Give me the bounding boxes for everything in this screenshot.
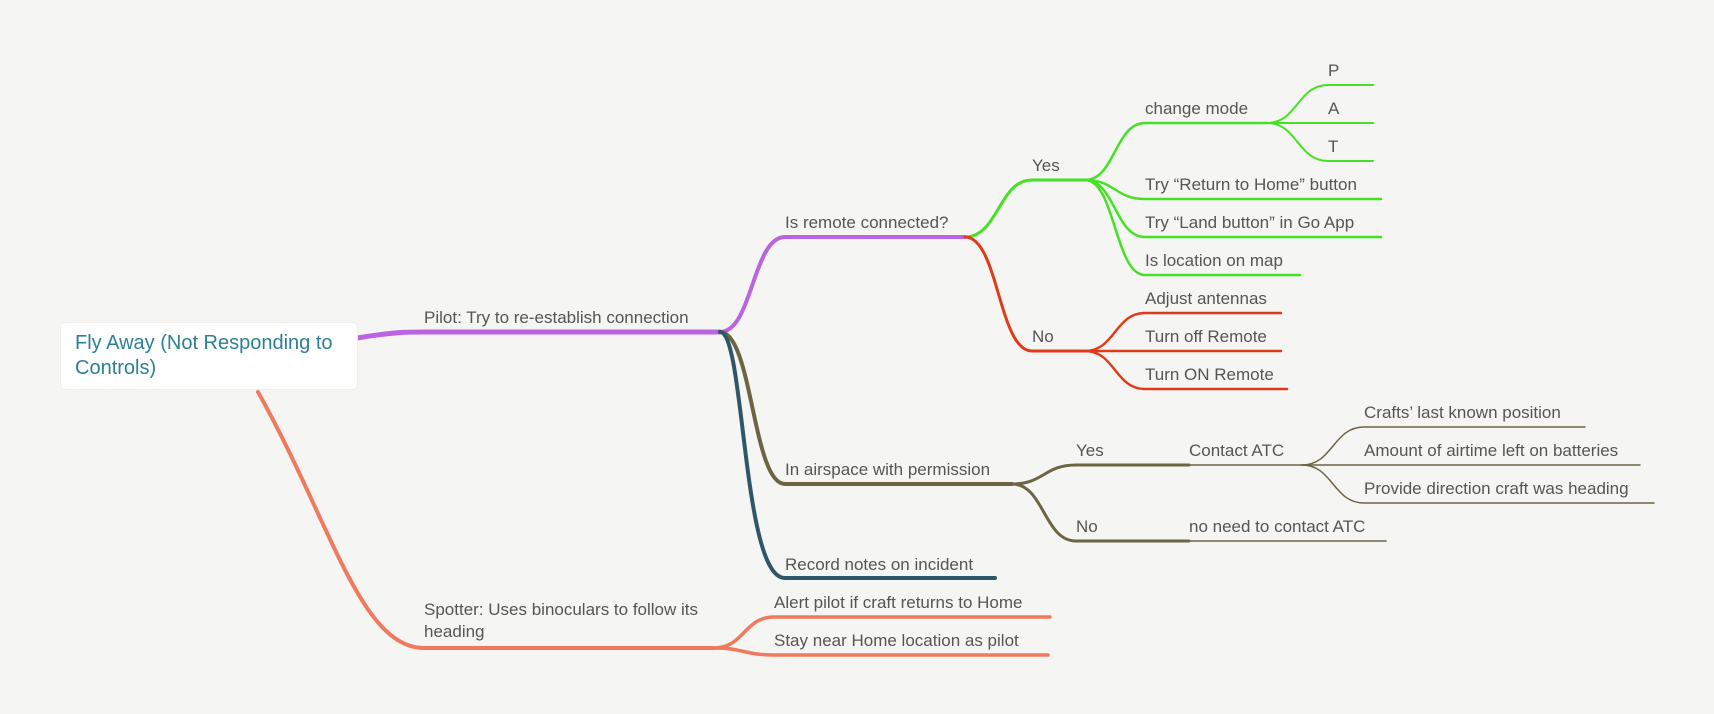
topic-airtime-left[interactable]: Amount of airtime left on batteries: [1364, 441, 1619, 460]
topic-airspace-yes[interactable]: Yes: [1076, 441, 1104, 460]
edge-airspace-no: [1010, 482, 1191, 543]
edge-root-spotter: [256, 390, 716, 650]
edge-airspace-yes: [1010, 463, 1191, 486]
edge-mode-p: [1266, 84, 1374, 124]
root-topic-title: Fly Away (Not Responding to Controls): [75, 332, 333, 379]
edge-no-antennas: [1083, 311, 1283, 353]
root-topic[interactable]: Fly Away (Not Responding to Controls): [61, 323, 357, 389]
edge-spotter-stay: [712, 646, 1050, 657]
edge-atc-last-position: [1301, 426, 1586, 466]
topic-land-button[interactable]: Try “Land button” in Go App: [1145, 213, 1355, 232]
edge-pilot-remote: [718, 235, 967, 334]
topic-location-map[interactable]: Is location on map: [1145, 251, 1283, 270]
edge-pilot-record: [718, 330, 997, 580]
topic-remote-connected[interactable]: Is remote connected?: [785, 213, 949, 232]
edge-remote-no: [963, 235, 1087, 353]
edge-yes-change-mode: [1083, 121, 1269, 182]
edge-yes-location: [1083, 178, 1302, 277]
topic-stay-home[interactable]: Stay near Home location as pilot: [774, 631, 1019, 650]
topic-airspace-no[interactable]: No: [1076, 517, 1098, 536]
topic-turn-on-remote[interactable]: Turn ON Remote: [1145, 365, 1274, 384]
topic-spotter[interactable]: Spotter: Uses binoculars to follow its h…: [424, 600, 699, 641]
topic-alert-pilot[interactable]: Alert pilot if craft returns to Home: [774, 593, 1023, 612]
topic-change-mode[interactable]: change mode: [1145, 99, 1249, 118]
topic-remote-yes[interactable]: Yes: [1032, 156, 1060, 175]
edge-pilot-airspace: [718, 330, 1014, 486]
topic-mode-a[interactable]: A: [1328, 99, 1340, 118]
topic-no-need-atc[interactable]: no need to contact ATC: [1189, 517, 1366, 536]
topic-record-notes[interactable]: Record notes on incident: [785, 555, 974, 574]
topic-remote-no[interactable]: No: [1032, 327, 1054, 346]
topic-direction-heading[interactable]: Provide direction craft was heading: [1364, 479, 1629, 498]
topic-mode-p[interactable]: P: [1328, 61, 1340, 80]
edge-remote-yes: [963, 178, 1087, 239]
edge-atc-direction: [1301, 464, 1655, 504]
topic-contact-atc[interactable]: Contact ATC: [1189, 441, 1285, 460]
topic-mode-t[interactable]: T: [1328, 137, 1339, 156]
edge-root-pilot: [354, 329, 723, 341]
topic-adjust-antennas[interactable]: Adjust antennas: [1145, 289, 1267, 308]
topic-airspace[interactable]: In airspace with permission: [785, 460, 991, 479]
edge-mode-t: [1266, 122, 1374, 162]
topic-turn-off-remote[interactable]: Turn off Remote: [1145, 327, 1267, 346]
edge-no-turn-on: [1083, 349, 1289, 391]
topic-last-position[interactable]: Crafts’ last known position: [1364, 403, 1561, 422]
topic-pilot[interactable]: Pilot: Try to re-establish connection: [424, 308, 689, 327]
topic-return-home[interactable]: Try “Return to Home” button: [1145, 175, 1357, 194]
